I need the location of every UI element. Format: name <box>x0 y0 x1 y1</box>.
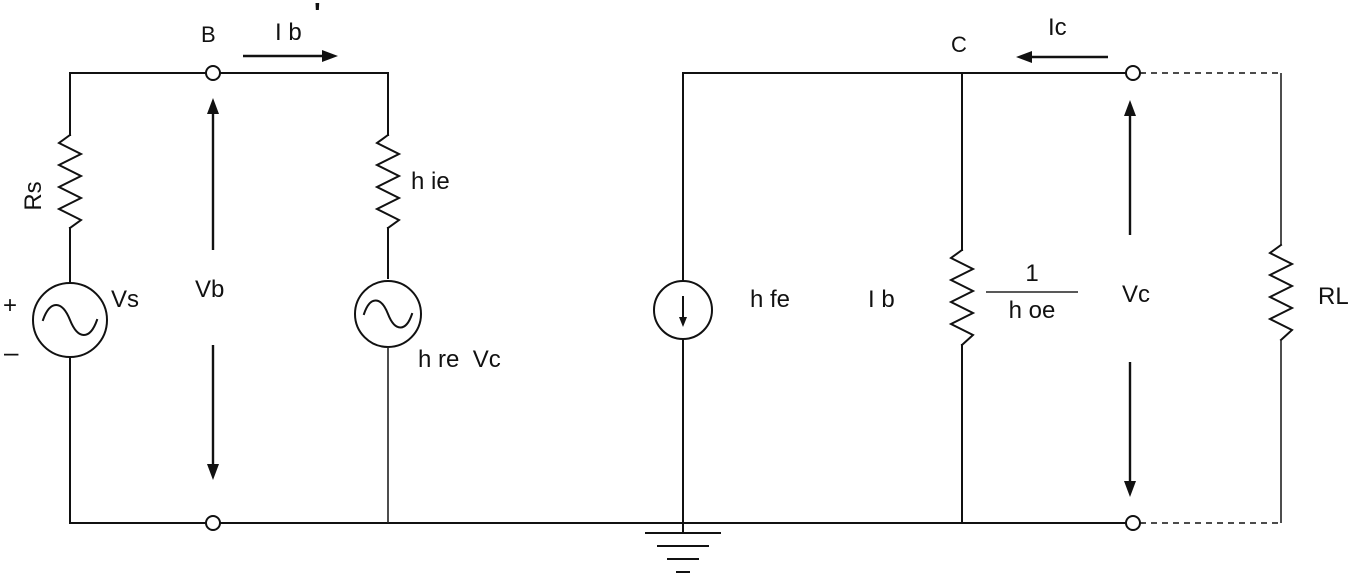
label-node-b: B <box>201 22 216 47</box>
label-minus: – <box>4 337 19 367</box>
sine-wave-icon <box>362 299 414 329</box>
label-ib-prime-mark: ' <box>314 0 321 28</box>
label-hfe: h fe <box>750 286 790 313</box>
arrowhead-up-icon <box>207 98 219 114</box>
label-hie: h ie <box>411 168 450 195</box>
arrowhead-down-icon <box>1124 481 1136 497</box>
arrow-down-icon <box>679 317 687 327</box>
label-rl: RL <box>1318 283 1349 310</box>
label-ic: Ic <box>1048 14 1067 41</box>
label-hoe-numerator: 1 <box>1025 260 1038 287</box>
label-vs: Vs <box>111 286 139 313</box>
resistor-hie <box>374 133 402 230</box>
terminal-c-top <box>1125 65 1141 81</box>
label-hoe-denominator: h oe <box>1009 297 1056 324</box>
arrowhead-up-icon <box>1124 100 1136 116</box>
terminal-c-bottom <box>1125 515 1141 531</box>
resistor-rl <box>1267 243 1295 342</box>
arrowhead-left-icon <box>1016 51 1032 63</box>
label-plus: + <box>3 292 17 319</box>
resistor-hoe <box>948 248 976 347</box>
label-ib: I b <box>868 286 895 313</box>
label-node-c: C <box>951 32 967 57</box>
sine-wave-icon <box>41 304 99 336</box>
resistor-rs <box>56 133 84 230</box>
label-vb: Vb <box>195 276 224 303</box>
terminal-b-top <box>205 65 221 81</box>
label-hre-vc: h re Vc <box>418 346 501 373</box>
arrowhead-down-icon <box>207 464 219 480</box>
label-ib-prime: I b <box>275 19 302 46</box>
label-rs: Rs <box>20 181 47 210</box>
label-vc: Vc <box>1122 281 1150 308</box>
terminal-b-bottom <box>205 515 221 531</box>
arrowhead-right-icon <box>322 50 338 62</box>
